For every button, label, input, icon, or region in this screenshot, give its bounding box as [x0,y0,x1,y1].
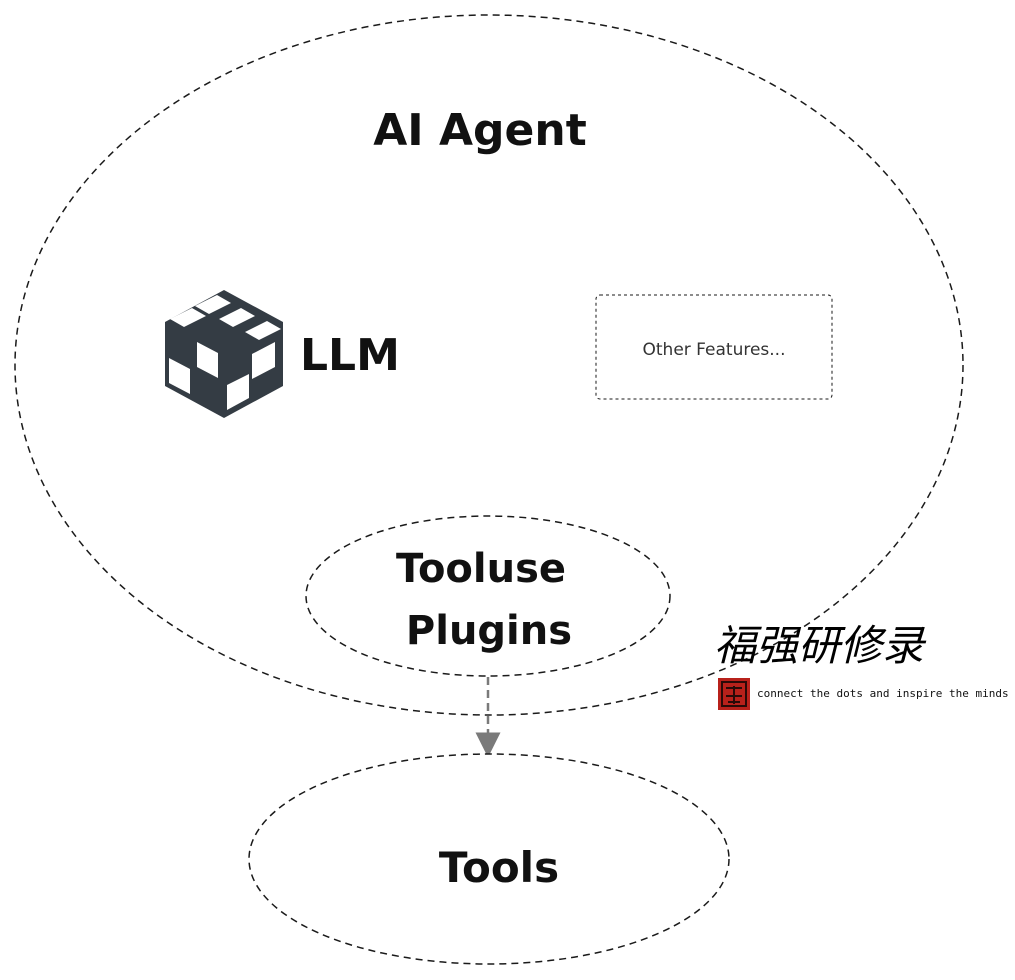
llm-label: LLM [300,330,400,381]
seal-icon [718,678,750,710]
agent-boundary [14,14,964,716]
watermark: 福强研修录 connect the dots and inspire the m… [714,621,1009,710]
plugins-label-line2: Plugins [406,608,572,654]
plugins-boundary [305,515,671,677]
plugins-label-line1: Tooluse [396,546,566,592]
tools-label: Tools [439,843,559,892]
watermark-tagline: connect the dots and inspire the minds [757,687,1009,700]
other-features-label: Other Features... [643,340,786,360]
cube-icon [165,290,283,418]
watermark-title: 福强研修录 [714,621,927,670]
tools-boundary [248,753,730,965]
other-features-box [595,294,833,400]
agent-title: AI Agent [373,105,587,156]
